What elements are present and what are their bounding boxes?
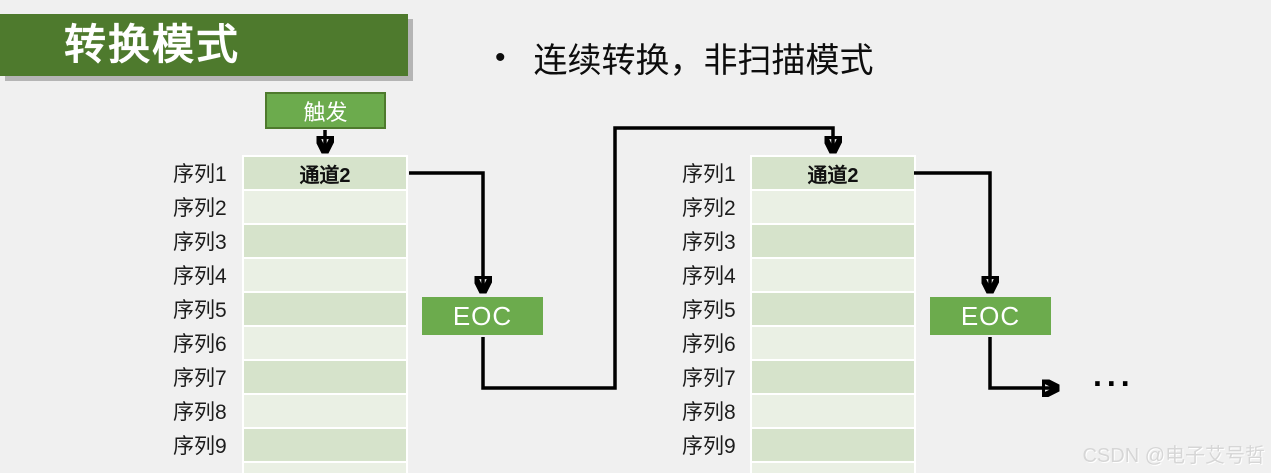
table-cell <box>244 225 406 257</box>
sequence-label: 序列6 <box>173 333 227 356</box>
table-cell <box>752 429 914 461</box>
table-cell <box>752 225 914 257</box>
sequence-label: 序列7 <box>173 367 227 390</box>
arrow-channel-to-eoc-left <box>409 171 483 290</box>
table-cell <box>244 191 406 223</box>
watermark: CSDN @电子艾号哲 <box>1082 445 1265 467</box>
sequence-label: 序列7 <box>682 367 736 390</box>
sequence-label: 序列9 <box>682 435 736 458</box>
eoc-box-left: EOC <box>422 297 543 335</box>
right-sequence-table: 通道2 <box>750 155 916 473</box>
right-sequence-labels: 序列1 序列2 序列3 序列4 序列5 序列6 序列7 序列8 序列9 <box>682 157 736 463</box>
sequence-label: 序列1 <box>173 163 227 186</box>
table-cell-channel: 通道2 <box>244 157 406 189</box>
bullet-text: 连续转换，非扫描模式 <box>533 42 874 80</box>
eoc-label: EOC <box>452 300 513 331</box>
trigger-box: 触发 <box>265 92 386 129</box>
table-cell <box>752 361 914 393</box>
eoc-label: EOC <box>960 300 1021 331</box>
sequence-label: 序列5 <box>173 299 227 322</box>
left-sequence-table: 通道2 <box>242 155 408 473</box>
arrow-channel-to-eoc-right <box>914 171 990 290</box>
sequence-label: 序列8 <box>682 401 736 424</box>
eoc-box-right: EOC <box>930 297 1051 335</box>
bullet-line: • 连续转换，非扫描模式 <box>495 33 874 82</box>
table-cell <box>244 395 406 427</box>
sequence-label: 序列3 <box>682 231 736 254</box>
table-cell <box>752 327 914 359</box>
table-cell <box>244 259 406 291</box>
table-cell <box>244 361 406 393</box>
table-cell <box>752 395 914 427</box>
table-cell-channel: 通道2 <box>752 157 914 189</box>
sequence-label: 序列8 <box>173 401 227 424</box>
table-cell-partial <box>752 463 914 473</box>
continuation-ellipsis: ... <box>1093 357 1135 393</box>
sequence-label: 序列2 <box>173 197 227 220</box>
page-title: 转换模式 <box>0 14 408 76</box>
table-cell <box>244 293 406 325</box>
table-cell <box>244 429 406 461</box>
table-cell <box>752 259 914 291</box>
sequence-label: 序列3 <box>173 231 227 254</box>
table-cell-partial <box>244 463 406 473</box>
bullet-marker: • <box>495 40 506 74</box>
table-cell <box>244 327 406 359</box>
sequence-label: 序列4 <box>682 265 736 288</box>
sequence-label: 序列1 <box>682 163 736 186</box>
sequence-label: 序列4 <box>173 265 227 288</box>
trigger-label: 触发 <box>303 99 348 125</box>
sequence-label: 序列6 <box>682 333 736 356</box>
table-cell <box>752 191 914 223</box>
sequence-label: 序列9 <box>173 435 227 458</box>
left-sequence-labels: 序列1 序列2 序列3 序列4 序列5 序列6 序列7 序列8 序列9 <box>173 157 227 463</box>
page-title-label: 转换模式 <box>64 21 241 68</box>
sequence-label: 序列5 <box>682 299 736 322</box>
table-cell <box>752 293 914 325</box>
arrow-eoc-right-to-ellipsis <box>988 337 1056 388</box>
sequence-label: 序列2 <box>682 197 736 220</box>
